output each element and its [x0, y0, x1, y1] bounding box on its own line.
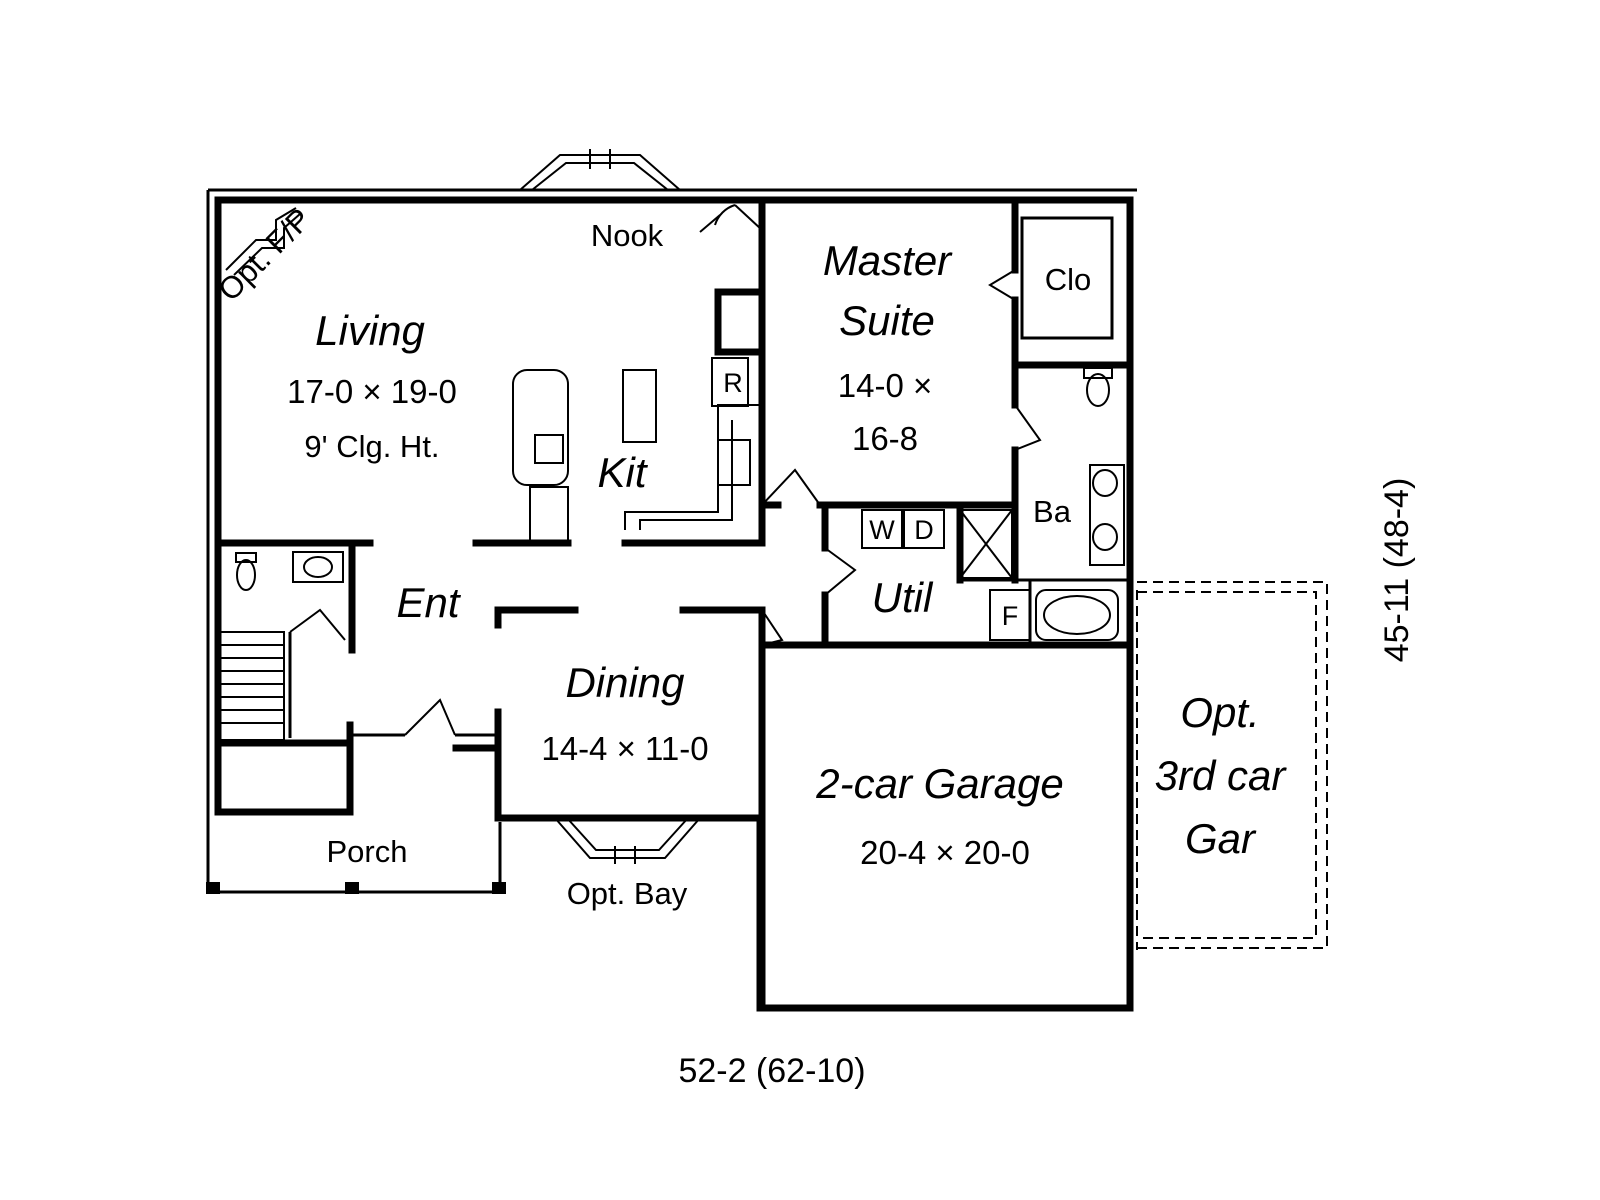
garage-label: 2-car Garage	[815, 760, 1063, 807]
nook-label: Nook	[591, 218, 664, 253]
washer-dryer	[861, 509, 945, 549]
kitchen-island	[512, 369, 657, 543]
half-bath-fixtures	[235, 551, 344, 591]
refrigerator-label: R	[723, 368, 743, 398]
depth-dimension: 45-11 (48-4)	[1378, 478, 1416, 663]
living-ceiling-height: 9' Clg. Ht.	[304, 429, 439, 464]
garage-size: 20-4 × 20-0	[860, 834, 1030, 871]
closet-label: Clo	[1045, 262, 1092, 297]
entry-label: Ent	[396, 579, 461, 626]
bath-label: Ba	[1033, 494, 1072, 529]
bay-label: Opt. Bay	[567, 876, 688, 911]
master-label-line2: Suite	[839, 297, 935, 344]
dining-label: Dining	[565, 659, 684, 706]
washer-label: W	[869, 515, 895, 545]
optional-garage-line2: 3rd car	[1155, 752, 1288, 799]
living-room-size: 17-0 × 19-0	[287, 373, 457, 410]
furnace-label: F	[1002, 601, 1019, 631]
porch-outline	[206, 822, 506, 894]
kitchen-counter	[624, 357, 762, 530]
width-dimension: 52-2 (62-10)	[678, 1052, 865, 1090]
door-swings	[289, 204, 1042, 736]
nook-bay-window	[519, 149, 681, 191]
master-size-line2: 16-8	[852, 420, 918, 457]
optional-garage-line1: Opt.	[1180, 689, 1259, 736]
dryer-label: D	[914, 515, 934, 545]
master-size-line1: 14-0 ×	[838, 367, 933, 404]
fireplace-label: Opt. F/P	[211, 201, 317, 307]
master-bath-fixtures	[989, 367, 1125, 641]
master-label-line1: Master	[823, 237, 953, 284]
porch-label: Porch	[327, 834, 408, 869]
living-room-label: Living	[315, 307, 425, 354]
optional-garage-outline	[1136, 581, 1328, 950]
dining-bay-window	[554, 817, 701, 864]
kitchen-label: Kit	[597, 449, 648, 496]
optional-garage-line3: Gar	[1185, 815, 1257, 862]
utility-label: Util	[872, 574, 934, 621]
interior-walls	[214, 196, 1134, 1012]
dining-size: 14-4 × 11-0	[541, 730, 708, 767]
fireplace	[225, 207, 301, 276]
stairs	[217, 631, 285, 741]
shower	[959, 509, 1013, 579]
